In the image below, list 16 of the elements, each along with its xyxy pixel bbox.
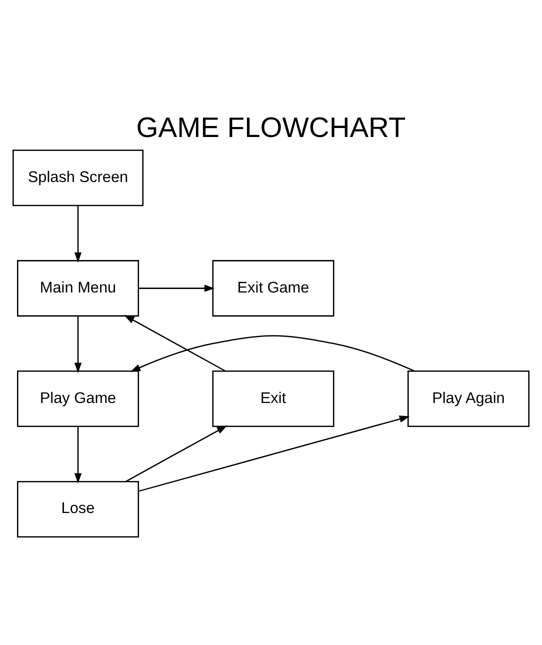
arrow <box>130 334 415 372</box>
arrow <box>74 205 82 262</box>
arrow <box>138 284 215 292</box>
arrow <box>74 426 82 484</box>
arrow <box>74 316 82 373</box>
node-box: Splash Screen <box>12 149 144 206</box>
node-box: Main Menu <box>17 260 140 316</box>
node-box: Play Again <box>407 370 530 427</box>
diagram-title: GAME FLOWCHART <box>136 110 406 142</box>
node-box: Lose <box>17 480 140 537</box>
arrow <box>124 314 226 372</box>
arrow <box>138 415 410 492</box>
node-box: Exit <box>212 370 334 427</box>
node-box: Play Game <box>17 370 140 427</box>
node-box: Exit Game <box>212 260 334 316</box>
arrow <box>126 425 228 482</box>
